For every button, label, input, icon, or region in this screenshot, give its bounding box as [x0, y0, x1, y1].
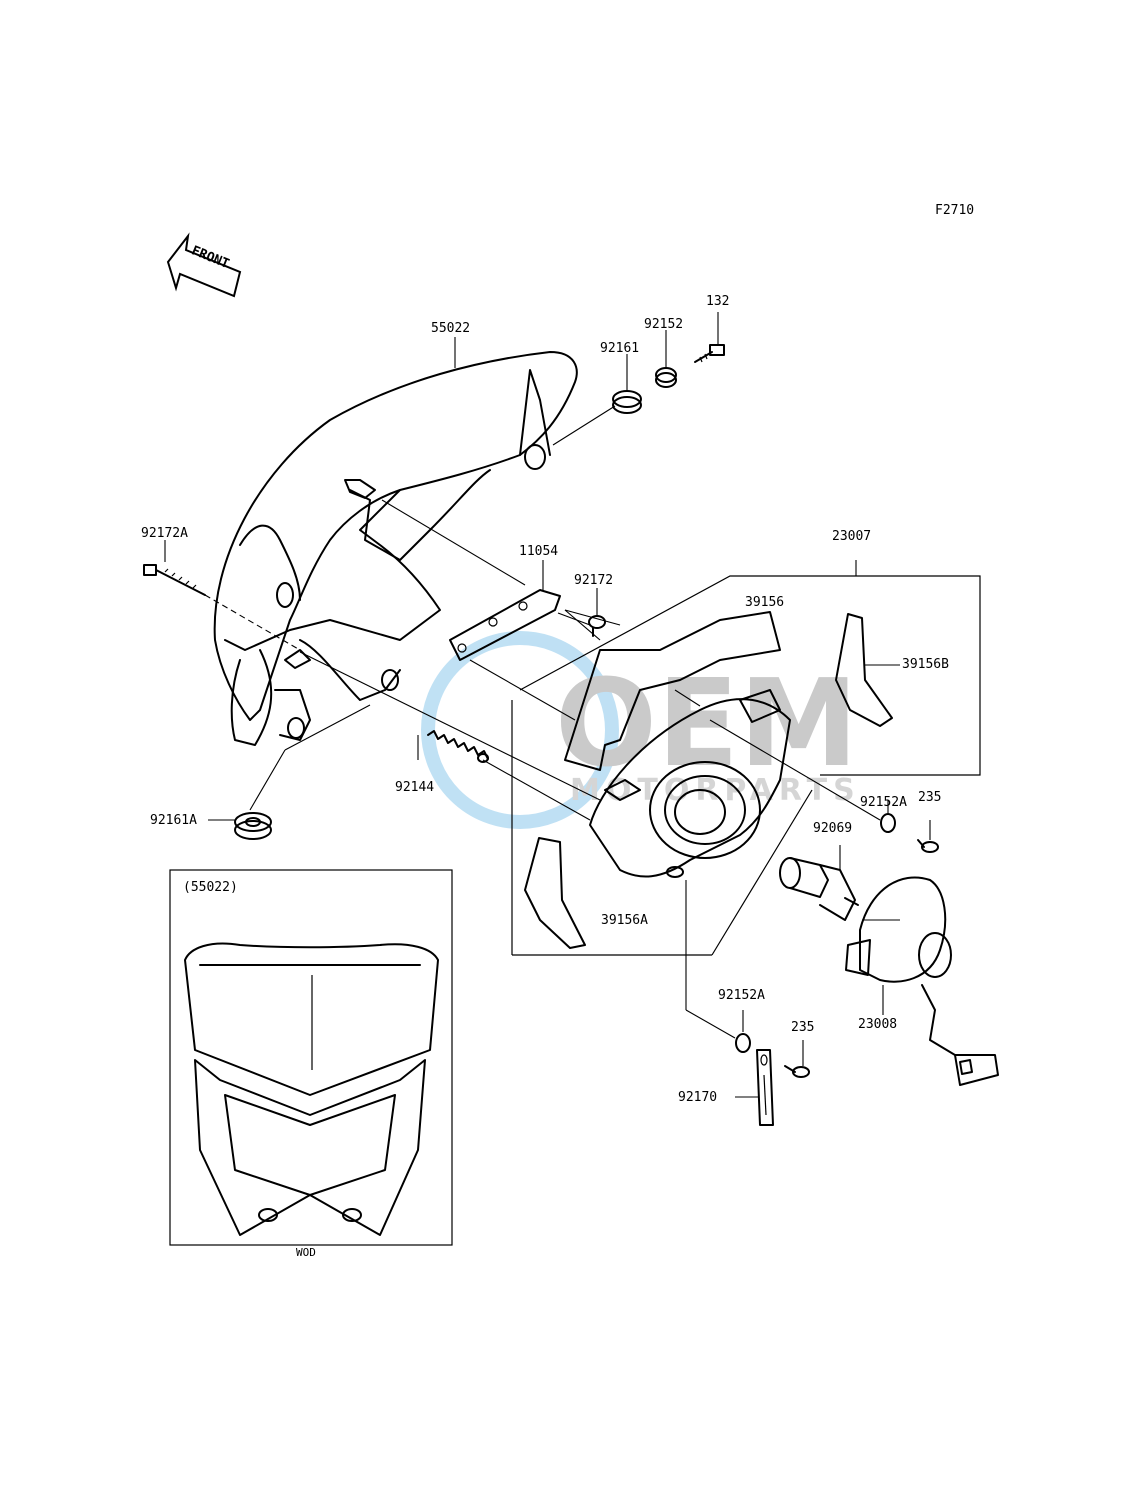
- screw-235-lower: [784, 1065, 810, 1078]
- leader-lines: [164, 312, 931, 1098]
- part-label-11054: 11054: [519, 544, 559, 559]
- part-label-92144: 92144: [395, 780, 435, 795]
- screw-235-upper: [917, 839, 939, 853]
- part-label-39156: 39156: [745, 595, 785, 610]
- watermark-logo: OEM MOTORPARTS: [421, 631, 861, 829]
- part-label-92152: 92152: [644, 317, 684, 332]
- part-label-92152a-lower: 92152A: [718, 988, 765, 1003]
- spring-92144: [427, 730, 489, 763]
- part-label-92172a: 92172A: [141, 526, 188, 541]
- part-label-92161a: 92161A: [150, 813, 197, 828]
- bracket-11054: [449, 589, 561, 661]
- part-label-92152a-upper: 92152A: [860, 795, 907, 810]
- grommet-92161: [612, 390, 642, 414]
- part-label-23008: 23008: [858, 1017, 898, 1032]
- part-label-23007: 23007: [832, 529, 872, 544]
- headlight-cowl: [213, 351, 578, 746]
- part-label-92069: 92069: [813, 821, 853, 836]
- side-piece-39156a: [524, 837, 586, 949]
- inset-ref-label: (55022): [183, 880, 238, 895]
- headlight-unit: [589, 689, 791, 878]
- socket-cover-23008: [845, 876, 999, 1086]
- side-piece-39156b: [835, 613, 893, 727]
- bolt-92172a: [143, 564, 206, 596]
- collar-92152: [655, 367, 677, 388]
- part-label-235-upper: 235: [918, 790, 942, 805]
- grommet-92161a: [234, 812, 272, 840]
- part-label-39156b: 39156B: [902, 657, 949, 672]
- washer-92152a-upper: [880, 813, 896, 833]
- part-label-92161: 92161: [600, 341, 640, 356]
- figure-code: F2710: [935, 203, 975, 218]
- part-label-132: 132: [706, 294, 730, 309]
- part-label-235-lower: 235: [791, 1020, 815, 1035]
- bracket-39156: [564, 611, 781, 771]
- plate-92170: [756, 1049, 774, 1126]
- watermark-brand: OEM: [555, 655, 858, 794]
- inset-caption: WOD: [296, 1246, 316, 1259]
- part-label-39156a: 39156A: [601, 913, 648, 928]
- bolt-132: [694, 344, 725, 363]
- inset-box: [169, 869, 453, 1246]
- part-label-92172: 92172: [574, 573, 614, 588]
- washer-92152a-lower: [735, 1033, 751, 1053]
- front-arrow-icon: FRONT: [166, 232, 242, 298]
- part-label-92170: 92170: [678, 1090, 718, 1105]
- watermark-sub: MOTORPARTS: [570, 773, 861, 808]
- assembly-frame-23007: [511, 560, 981, 956]
- part-label-55022: 55022: [431, 321, 471, 336]
- bulb-92069: [779, 857, 859, 921]
